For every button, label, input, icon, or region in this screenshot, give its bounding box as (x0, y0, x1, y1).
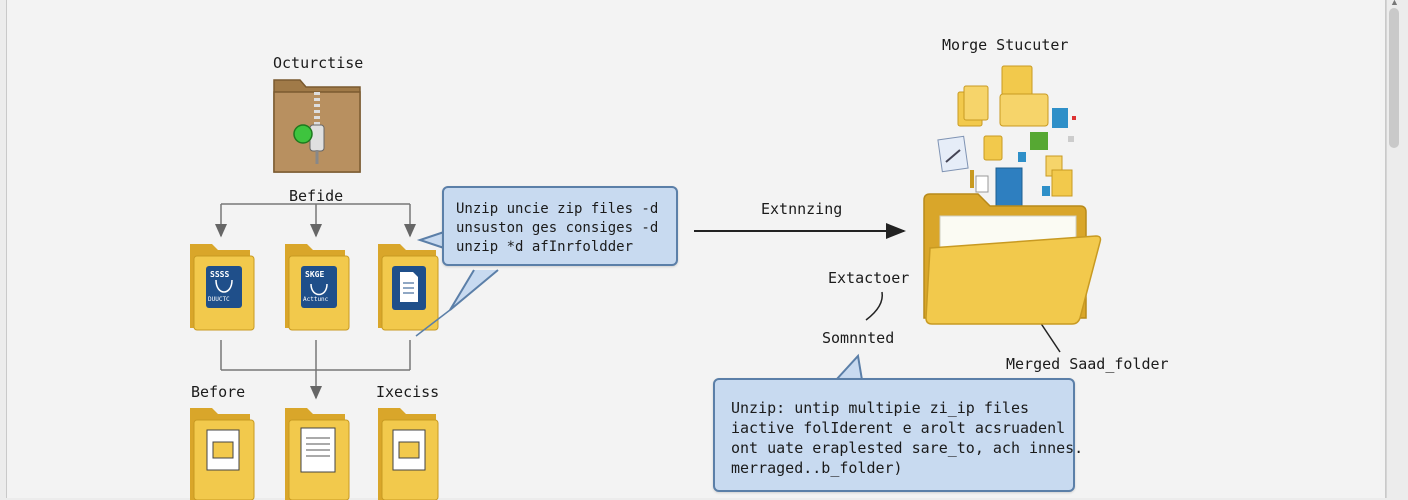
folder-icon (190, 244, 255, 331)
command-callout-top: Unzip uncie zip files -d unsuston ges co… (442, 186, 678, 266)
before-top-label: Befide (289, 187, 344, 205)
scroll-up-arrow-icon[interactable]: ▲ (1390, 0, 1399, 7)
merged-folder-label: Merged Saad_folder (1006, 355, 1169, 373)
callout-line: Unzip uncie zip files -d (456, 201, 659, 217)
callout-line: merraged..b_folder) (731, 459, 903, 477)
scrollbar-thumb[interactable] (1389, 8, 1399, 148)
folder-icon (285, 244, 350, 331)
folder-icon (378, 408, 439, 500)
arrow-label: Extnnzing (761, 200, 843, 218)
folder-icon (190, 408, 255, 500)
extractor-label: Extactoer (828, 269, 910, 287)
callout-tail (835, 353, 863, 381)
command-callout-bottom: Unzip: untip multipie zi_ip files iactiv… (713, 378, 1084, 492)
merged-folder-icon (923, 193, 1102, 325)
callout-tail (449, 269, 499, 311)
sorted-label: Somnnted (822, 329, 895, 347)
callout-tail (416, 231, 445, 249)
before-bottom-label: Before (191, 383, 246, 401)
scattered-files-icon (937, 65, 1076, 209)
file-icon-subtext: Acttunc (303, 296, 329, 303)
branch-lines-top (215, 203, 416, 238)
bottom-right-label: Ixeciss (376, 383, 440, 401)
merge-title-label: Morge Stucuter (942, 36, 1069, 54)
callout-line: unsuston ges consiges -d (456, 220, 659, 236)
file-icon-subtext: DUUCTC (208, 296, 230, 303)
file-icon-text: SSSS (210, 270, 230, 279)
folder-icon (285, 408, 350, 500)
archive-label: Octurctise (273, 54, 364, 72)
branch-lines-bottom (220, 340, 411, 400)
callout-line: unzip *d afInrfoldder (456, 239, 634, 255)
file-icon-text: SKGE (305, 270, 325, 279)
callout-line: Unzip: untip multipie zi_ip files (731, 399, 1030, 417)
vertical-scrollbar[interactable]: ▲ (1386, 0, 1403, 498)
leader-line (865, 291, 883, 321)
zip-archive-icon (273, 79, 361, 173)
callout-line: iactive folIderent e arolt acsruadenl (731, 419, 1066, 437)
callout-line: ont uate eraplested sare_to, ach innes. (731, 439, 1084, 457)
folder-icon (378, 244, 439, 331)
